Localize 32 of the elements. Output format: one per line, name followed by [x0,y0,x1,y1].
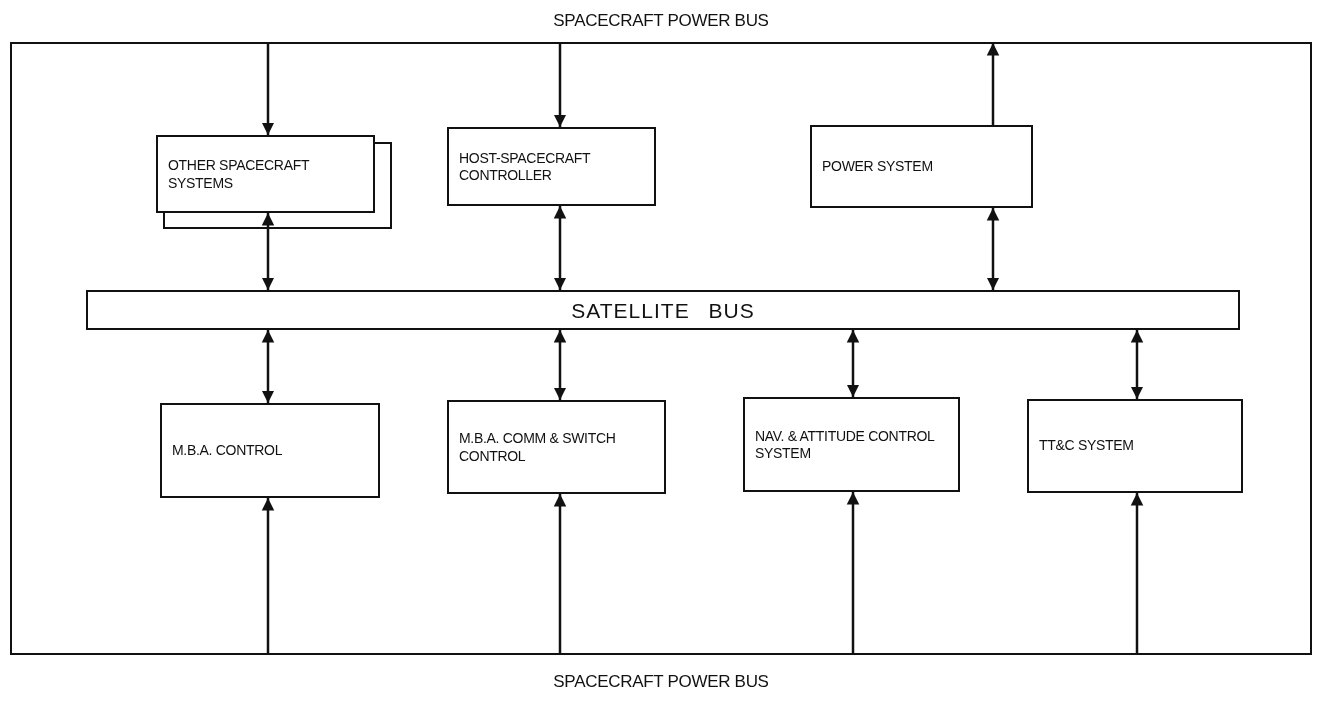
system-box [810,125,1033,208]
arrow [986,208,1000,290]
bus-label: SATELLITE BUS [570,298,756,324]
bus-label: SPACECRAFT POWER BUS [552,671,770,693]
box-label: M.B.A. COMM & SWITCH CONTROL [459,429,617,465]
arrow [1130,330,1144,399]
box-label: POWER SYSTEM [822,157,934,176]
bus-label: SPACECRAFT POWER BUS [552,10,770,32]
box-label: TT&C SYSTEM [1039,437,1135,455]
system-box [743,397,960,492]
arrow [553,330,567,400]
arrow [261,498,275,654]
system-box [156,135,375,213]
arrow [261,330,275,403]
system-box [447,400,666,494]
arrow [553,43,567,127]
box-label: M.B.A. CONTROL [172,441,284,460]
system-box [1027,399,1243,493]
arrow [846,492,860,654]
box-label: NAV. & ATTITUDE CONTROL SYSTEM [755,427,936,462]
box-label: HOST-SPACECRAFT CONTROLLER [459,149,592,184]
arrow [261,43,275,135]
arrow [846,330,860,397]
system-box [447,127,656,206]
arrow [553,206,567,290]
arrow [553,494,567,654]
arrow [1130,493,1144,654]
satellite-bus-bar [86,290,1240,330]
arrow [986,43,1000,125]
arrow [261,213,275,290]
system-box [160,403,380,498]
box-label: OTHER SPACECRAFT SYSTEMS [168,156,311,192]
